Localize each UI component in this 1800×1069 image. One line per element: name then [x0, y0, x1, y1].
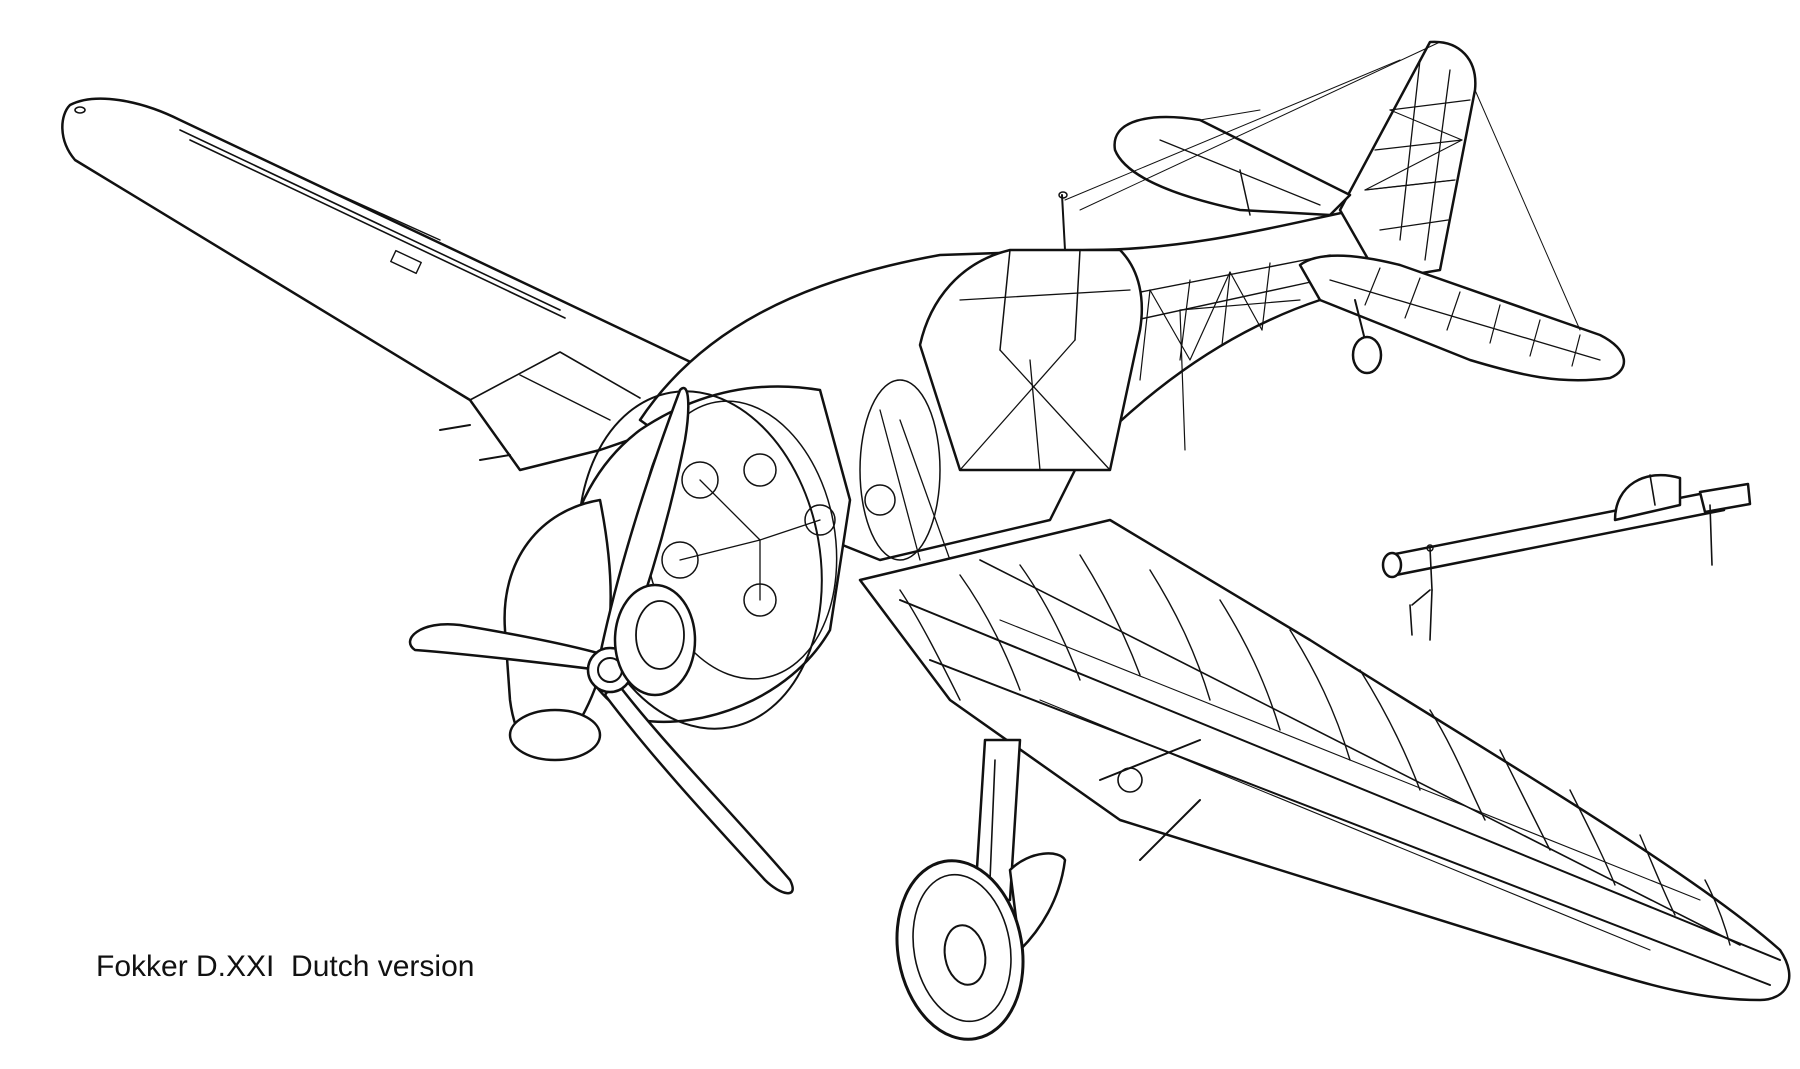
port-wing [61, 97, 762, 472]
cockpit [918, 191, 1301, 472]
starboard-wing [858, 518, 1791, 1002]
propeller [408, 386, 794, 895]
main-undercarriage [895, 738, 1067, 1041]
tail-unit [1064, 40, 1626, 382]
lower-cowl [503, 498, 612, 762]
gun-detail [1381, 473, 1752, 641]
figure-caption: Fokker D.XXI Dutch version [96, 950, 475, 983]
